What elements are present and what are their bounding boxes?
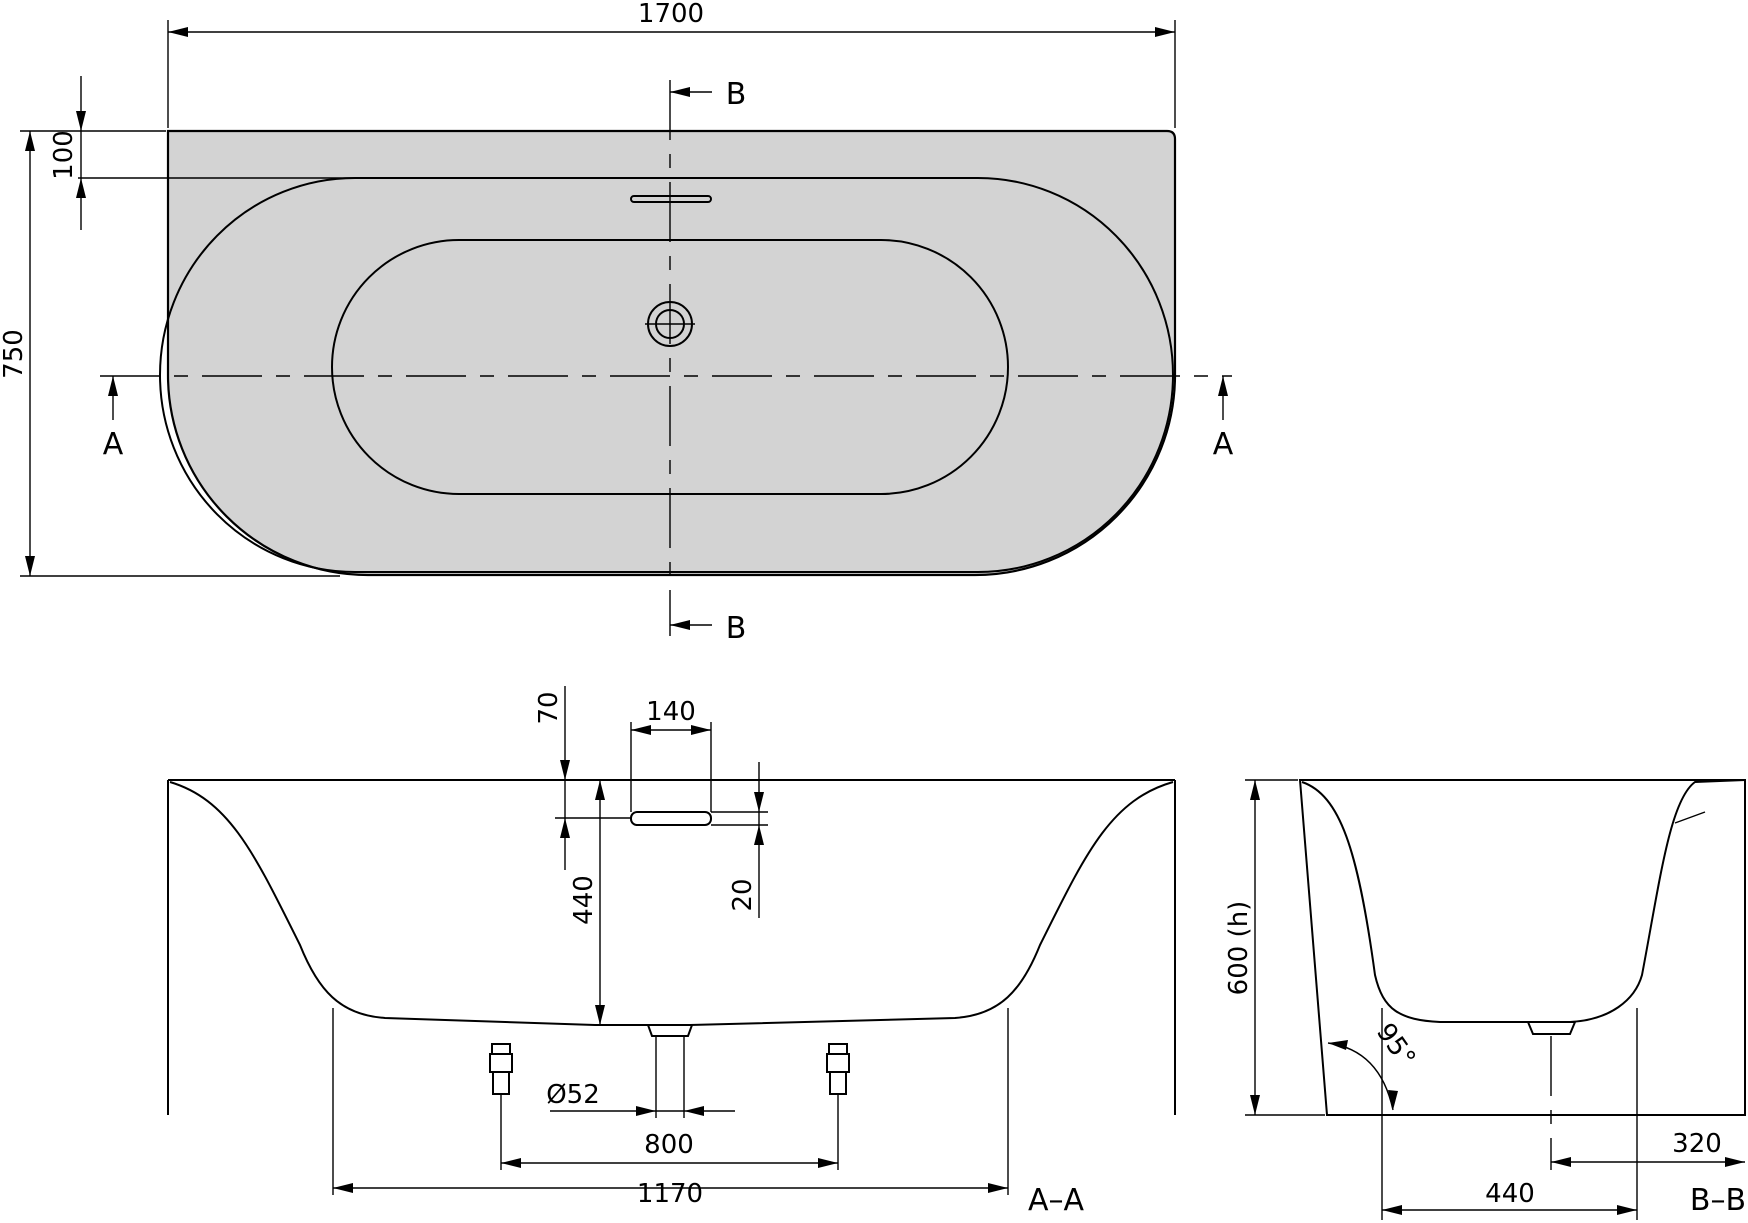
svg-text:440: 440 <box>569 875 599 925</box>
section-label-aa: A–A <box>1028 1183 1085 1218</box>
svg-text:20: 20 <box>728 878 758 911</box>
outer-profile-bb <box>1298 779 1746 1116</box>
section-label-bb: B–B <box>1690 1183 1746 1218</box>
dimension-rim: 100 <box>49 76 355 230</box>
foot-left <box>489 1043 513 1095</box>
section-mark-a-left: A <box>103 376 124 462</box>
tub-outline-top <box>166 129 1177 577</box>
top-view: 1700 750 100 A A <box>0 0 1234 646</box>
dimension-overflow-depth: 440 <box>569 780 605 1025</box>
overflow-aa <box>630 811 712 826</box>
svg-text:140: 140 <box>646 697 696 727</box>
dimension-height: 600 (h) <box>1224 779 1325 1116</box>
label-width: 1700 <box>638 0 704 29</box>
drain-aa <box>646 1024 694 1118</box>
basin-profile-aa <box>169 781 1174 1026</box>
section-mark-a-right: A <box>1213 376 1234 462</box>
svg-text:70: 70 <box>534 691 564 724</box>
dimension-overflow-height: 20 <box>711 762 768 918</box>
section-mark-b-top: B <box>670 77 746 112</box>
dimension-width: 1700 <box>167 0 1176 128</box>
svg-text:800: 800 <box>644 1130 694 1160</box>
section-a-a: 140 70 440 20 <box>167 686 1176 1218</box>
dimension-base-depth: 440 <box>1382 1179 1637 1215</box>
svg-text:B: B <box>726 77 747 112</box>
dimension-base-width: 1170 <box>333 1179 1008 1209</box>
section-mark-b-bottom: B <box>670 611 746 646</box>
dimension-feet-spacing: 800 <box>501 1130 838 1168</box>
svg-text:1170: 1170 <box>637 1179 703 1209</box>
drain-bb <box>1526 1021 1577 1035</box>
dimension-drain-diameter: Ø52 <box>546 1080 735 1116</box>
overflow-slot-top <box>630 195 712 203</box>
section-b-b: 95° 600 (h) 320 440 B–B <box>1224 779 1746 1220</box>
foot-right <box>826 1043 850 1095</box>
svg-text:A: A <box>1213 427 1234 462</box>
basin-profile-bb <box>1301 779 1746 1023</box>
label-depth: 750 <box>0 329 29 379</box>
svg-text:B: B <box>726 611 747 646</box>
svg-text:440: 440 <box>1485 1179 1535 1209</box>
dimension-overflow-width: 140 <box>630 697 712 812</box>
tub-rim-line <box>159 177 1174 573</box>
svg-text:95°: 95° <box>1370 1018 1421 1073</box>
dimension-overflow-top: 70 <box>534 686 631 870</box>
svg-text:600 (h): 600 (h) <box>1224 901 1254 996</box>
label-rim: 100 <box>49 130 79 180</box>
dimension-depth: 750 <box>0 130 340 577</box>
dimension-drain-offset: 320 <box>1551 1129 1745 1167</box>
svg-text:A: A <box>103 427 124 462</box>
svg-text:Ø52: Ø52 <box>546 1080 600 1110</box>
svg-text:320: 320 <box>1672 1129 1722 1159</box>
